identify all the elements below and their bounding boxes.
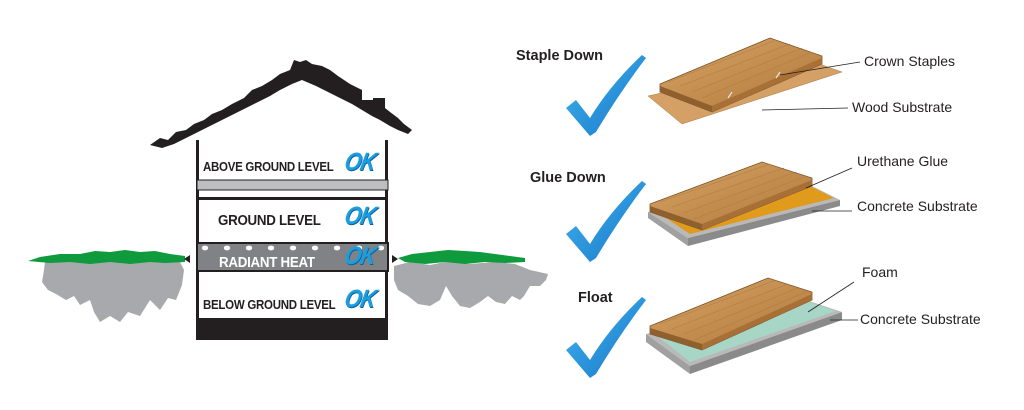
level-label-radiant-heat: RADIANT HEAT <box>219 255 315 271</box>
house-wall-right <box>385 140 388 340</box>
radiant-heat-pipe <box>201 245 209 251</box>
method-title-float: Float <box>578 290 613 306</box>
plank-edge-side <box>702 180 812 230</box>
plank-edge-side <box>702 294 812 350</box>
house-wall-left <box>196 140 199 340</box>
callout-crown-staples: Crown Staples <box>864 53 956 69</box>
callout-urethane-glue: Urethane Glue <box>857 153 949 169</box>
soil-right <box>394 261 548 308</box>
radiant-heat-pipe <box>377 245 385 251</box>
wood-grain <box>659 279 807 341</box>
callout-line-crown-staples <box>779 61 861 76</box>
concrete-substrate-side <box>688 200 840 246</box>
checkmark-icon <box>566 181 646 262</box>
soil-left <box>42 258 184 322</box>
grass-left <box>28 250 185 264</box>
radiant-heat-pipe <box>289 245 297 251</box>
radiant-heat-pipe <box>267 245 275 251</box>
method-staple-down-illustration <box>566 37 861 136</box>
callout-line-urethane-glue <box>805 167 853 189</box>
concrete-substrate-front <box>648 212 688 246</box>
crown-staple <box>727 71 781 99</box>
radiant-heat-pipe <box>311 245 319 251</box>
ground-marker-left <box>184 255 190 263</box>
roof <box>150 60 412 148</box>
method-float-illustration <box>566 277 858 378</box>
plank-edge-side <box>712 58 822 112</box>
foundation-slab <box>196 318 388 340</box>
method-glue-down-illustration <box>566 161 853 262</box>
callout-concrete-substrate-glue: Concrete Substrate <box>857 198 978 214</box>
floor-line-2 <box>197 197 388 200</box>
callout-concrete-substrate-float: Concrete Substrate <box>860 311 981 327</box>
method-title-staple-down: Staple Down <box>516 48 604 64</box>
radiant-heat-pipe <box>245 245 253 251</box>
radiant-heat-pipes <box>201 245 385 251</box>
wood-grain <box>659 163 807 220</box>
concrete-substrate-front <box>646 334 690 374</box>
concrete-substrate-side <box>690 312 842 374</box>
radiant-heat-pipe <box>355 245 363 251</box>
checkmark-icon <box>566 297 646 378</box>
plank-edge <box>650 206 702 230</box>
callout-line-wood-substrate <box>761 107 849 111</box>
plank-edge <box>650 328 702 350</box>
callout-wood-substrate: Wood Substrate <box>852 99 953 115</box>
level-label-ground: GROUND LEVEL <box>218 213 321 229</box>
callout-line-foam <box>807 281 855 313</box>
grass-right <box>398 250 525 264</box>
floor-slab-1 <box>196 179 389 191</box>
wood-grain <box>667 39 813 99</box>
radiant-heat-pipe <box>223 245 231 251</box>
level-label-below-ground: BELOW GROUND LEVEL <box>203 298 336 312</box>
method-title-glue-down: Glue Down <box>530 170 606 186</box>
plank-edge <box>660 86 712 112</box>
ground-marker-right <box>392 255 398 263</box>
level-label-above-ground: ABOVE GROUND LEVEL <box>203 160 334 174</box>
callout-foam: Foam <box>862 264 898 280</box>
radiant-heat-pipe <box>333 245 341 251</box>
checkmark-icon <box>566 55 646 136</box>
